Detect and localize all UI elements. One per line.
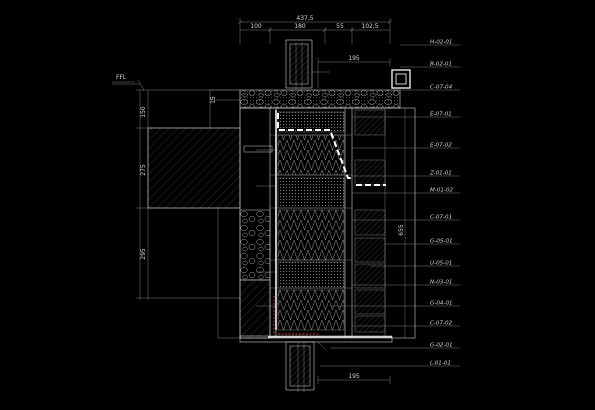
dim-top-c: 55 bbox=[336, 23, 344, 30]
dim-small-15: 15 bbox=[210, 96, 217, 104]
dim-left-c: 295 bbox=[140, 248, 147, 260]
dim-left-a: 150 bbox=[140, 106, 147, 118]
tag-label: E-07-02 bbox=[430, 143, 452, 149]
dim-right-height: 655 bbox=[398, 224, 405, 236]
wall-body bbox=[217, 107, 416, 339]
tag-label: G-04-01 bbox=[430, 301, 453, 307]
concrete-slab: 15 bbox=[147, 89, 241, 209]
dim-top-b: 180 bbox=[294, 23, 306, 30]
flashing-profile bbox=[273, 110, 386, 335]
tag-label: C-07-01 bbox=[430, 215, 452, 221]
dim-left-b: 275 bbox=[140, 164, 147, 176]
level-mark-ffl: FFL bbox=[116, 74, 127, 81]
dim-lower-inner: 195 bbox=[348, 373, 360, 380]
layer-tags: H-02-01B-02-01C-07-04E-07-01E-07-02Z-01-… bbox=[320, 40, 460, 367]
dim-top-d: 102,5 bbox=[361, 23, 378, 30]
tag-label: M-01-02 bbox=[430, 188, 454, 194]
tag-label: G-02-01 bbox=[430, 343, 453, 349]
tag-label: E-07-01 bbox=[430, 112, 452, 118]
tag-label: B-02-01 bbox=[430, 62, 452, 68]
tag-label: Z-01-01 bbox=[429, 171, 452, 177]
tag-label: H-02-01 bbox=[430, 40, 452, 46]
top-dimensions: 437,5 100 180 55 102,5 bbox=[237, 15, 393, 44]
right-dimension: 655 bbox=[398, 108, 406, 338]
tag-label: N-03-01 bbox=[430, 280, 452, 286]
screed-layer bbox=[239, 89, 401, 109]
tag-label: G-05-01 bbox=[430, 239, 453, 245]
tag-label: C-07-02 bbox=[430, 321, 453, 327]
dim-upper-inner: 195 bbox=[348, 55, 360, 62]
lower-sill: 195 bbox=[239, 335, 393, 392]
tag-label: L-01-01 bbox=[430, 361, 451, 367]
dim-top-a: 100 bbox=[250, 23, 262, 30]
dim-top-total: 437,5 bbox=[296, 15, 313, 22]
square-marker bbox=[391, 69, 411, 89]
upper-window-frame: 195 bbox=[285, 39, 411, 90]
tag-label: C-07-04 bbox=[430, 85, 453, 91]
tag-label: U-05-01 bbox=[430, 261, 452, 267]
